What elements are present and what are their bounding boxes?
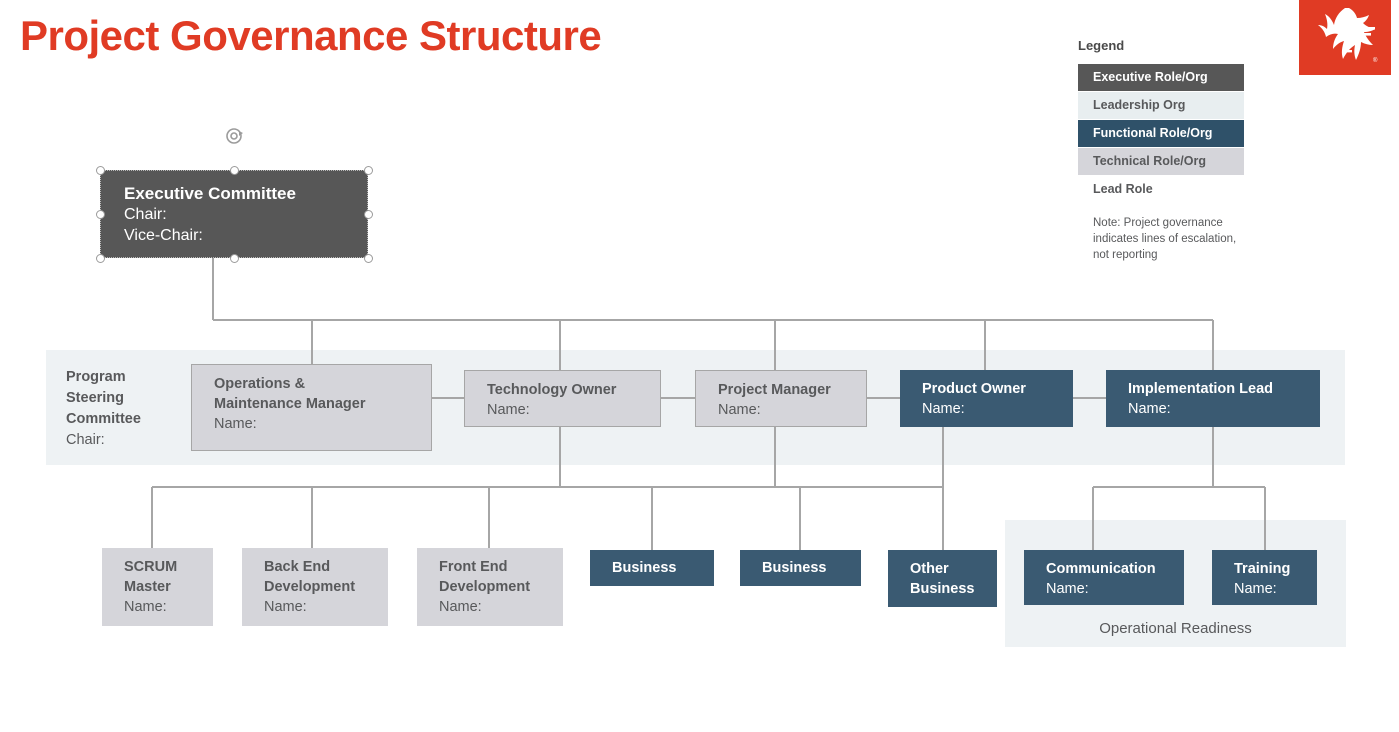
communication-name: Name: xyxy=(1046,581,1089,597)
legend-note: Note: Project governance indicates lines… xyxy=(1093,217,1237,261)
other-business-line1: Other xyxy=(910,561,949,577)
business-1-title: Business xyxy=(612,560,677,576)
operational-readiness-label: Operational Readiness xyxy=(1099,620,1252,637)
implementation-lead-name: Name: xyxy=(1128,401,1171,417)
executive-committee-chair: Chair: xyxy=(124,206,167,223)
product-owner-title: Product Owner xyxy=(922,381,1026,397)
training-name: Name: xyxy=(1234,581,1277,597)
node-business-1[interactable]: Business xyxy=(590,550,714,586)
steering-chair: Chair: xyxy=(66,432,105,448)
legend: Legend Executive Role/Org Leadership Org… xyxy=(1078,38,1244,263)
back-end-name: Name: xyxy=(264,599,307,615)
ops-name: Name: xyxy=(214,416,257,432)
back-end-line2: Development xyxy=(264,579,356,595)
resize-handle-middle-left[interactable] xyxy=(95,209,105,219)
svg-text:®: ® xyxy=(1373,57,1378,64)
scrum-master-line2: Master xyxy=(124,579,171,595)
product-owner-name: Name: xyxy=(922,401,965,417)
steering-title-line1: Program xyxy=(66,369,126,385)
executive-committee-vice-chair: Vice-Chair: xyxy=(124,227,203,244)
resize-handle-bottom-right[interactable] xyxy=(363,253,373,263)
legend-item-executive: Executive Role/Org xyxy=(1078,64,1244,91)
node-other-business[interactable]: Other Business xyxy=(888,550,997,607)
node-back-end-development[interactable]: Back End Development Name: xyxy=(242,548,388,626)
technology-owner-title: Technology Owner xyxy=(487,382,617,398)
node-scrum-master[interactable]: SCRUM Master Name: xyxy=(102,548,213,626)
other-business-line2: Business xyxy=(910,581,975,597)
node-project-manager[interactable]: Project Manager Name: xyxy=(695,370,867,427)
node-operations-maintenance-manager[interactable]: Operations & Maintenance Manager Name: xyxy=(191,364,432,451)
node-executive-committee[interactable]: Executive Committee Chair: Vice-Chair: xyxy=(100,170,368,258)
ops-title-line2: Maintenance Manager xyxy=(214,396,366,412)
steering-title-line3: Committee xyxy=(66,411,141,427)
project-manager-title: Project Manager xyxy=(718,382,831,398)
ops-title-line1: Operations & xyxy=(214,376,306,392)
resize-handle-bottom-center[interactable] xyxy=(229,253,239,263)
node-front-end-development[interactable]: Front End Development Name: xyxy=(417,548,563,626)
phoenix-bird-logo: ® xyxy=(1299,0,1391,75)
front-end-line2: Development xyxy=(439,579,531,595)
node-training[interactable]: Training Name: xyxy=(1212,550,1317,605)
implementation-lead-title: Implementation Lead xyxy=(1128,381,1274,397)
legend-item-technical: Technical Role/Org xyxy=(1078,148,1244,175)
node-communication[interactable]: Communication Name: xyxy=(1024,550,1184,605)
front-end-line1: Front End xyxy=(439,559,508,575)
legend-item-functional: Functional Role/Org xyxy=(1078,120,1244,147)
node-product-owner[interactable]: Product Owner Name: xyxy=(900,370,1073,427)
scrum-master-line1: SCRUM xyxy=(124,559,178,575)
legend-item-leadership: Leadership Org xyxy=(1078,92,1244,119)
program-steering-committee-label: Program Steering Committee Chair: xyxy=(66,367,181,451)
communication-title: Communication xyxy=(1046,561,1156,577)
legend-heading: Legend xyxy=(1078,38,1125,53)
node-business-2[interactable]: Business xyxy=(740,550,861,586)
rotation-handle-icon[interactable] xyxy=(224,126,246,148)
resize-handle-top-center[interactable] xyxy=(229,165,239,175)
project-manager-name: Name: xyxy=(718,402,761,418)
page-title: Project Governance Structure xyxy=(20,12,602,59)
resize-handle-middle-right[interactable] xyxy=(363,209,373,219)
resize-handle-top-left[interactable] xyxy=(95,165,105,175)
business-2-title: Business xyxy=(762,560,827,576)
back-end-line1: Back End xyxy=(264,559,331,575)
resize-handle-top-right[interactable] xyxy=(363,165,373,175)
scrum-master-name: Name: xyxy=(124,599,167,615)
node-implementation-lead[interactable]: Implementation Lead Name: xyxy=(1106,370,1320,427)
resize-handle-bottom-left[interactable] xyxy=(95,253,105,263)
node-technology-owner[interactable]: Technology Owner Name: xyxy=(464,370,661,427)
training-title: Training xyxy=(1234,561,1291,577)
legend-item-lead-role: Lead Role xyxy=(1093,182,1153,196)
executive-committee-title: Executive Committee xyxy=(124,184,296,203)
steering-title-line2: Steering xyxy=(66,390,125,406)
front-end-name: Name: xyxy=(439,599,482,615)
technology-owner-name: Name: xyxy=(487,402,530,418)
